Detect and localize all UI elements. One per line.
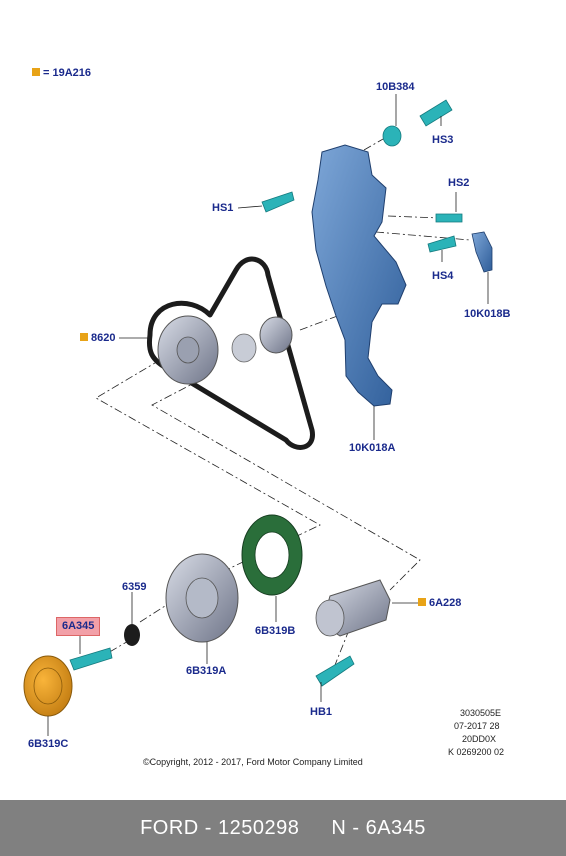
- label-HS2: HS2: [448, 177, 470, 189]
- idler-pulley: [231, 316, 293, 363]
- info-line-3: 20DD0X: [462, 734, 497, 744]
- footer-part-number: FORD - 1250298: [140, 817, 300, 839]
- diagram-svg: [23, 94, 493, 736]
- footer-bar: FORD - 1250298 N - 6A345: [0, 800, 566, 856]
- label-6B319A: 6B319A: [186, 665, 227, 677]
- label-HS1: HS1: [212, 202, 234, 214]
- belt-pulley-large: [157, 315, 219, 385]
- legend-marker-icon: [32, 68, 40, 76]
- info-line-4: K 0269200 02: [448, 747, 505, 757]
- label-HS3: HS3: [432, 134, 454, 146]
- info-line-2: 07-2017 28: [454, 721, 500, 731]
- legend: = 19A216: [32, 67, 91, 80]
- bolts: [69, 99, 463, 687]
- mounting-bracket: [311, 144, 407, 407]
- label-10K018B: 10K018B: [464, 308, 511, 320]
- legend-text: = 19A216: [43, 67, 92, 79]
- label-8620: 8620: [80, 332, 115, 345]
- info-line-1: 3030505E: [460, 708, 502, 718]
- label-6A345-highlighted: 6A345: [56, 617, 101, 636]
- label-6B319B: 6B319B: [255, 625, 296, 637]
- exploded-parts-diagram: = 19A216 10B384 HS3 HS1 HS2 HS4 10K018B …: [23, 67, 511, 767]
- label-6A228: 6A228: [418, 597, 461, 610]
- washer: [124, 624, 140, 646]
- tensioner: [315, 579, 391, 637]
- label-6359: 6359: [122, 581, 147, 593]
- copyright: ©Copyright, 2012 - 2017, Ford Motor Comp…: [143, 757, 363, 767]
- label-HS4: HS4: [432, 270, 454, 282]
- footer-reference: N - 6A345: [331, 817, 426, 839]
- small-bracket: [471, 231, 493, 273]
- leader-lines: [47, 94, 489, 736]
- label-6B319C: 6B319C: [28, 738, 69, 750]
- damper-ring: [241, 514, 303, 596]
- label-HB1: HB1: [310, 706, 333, 718]
- front-damper: [23, 655, 73, 717]
- crank-pulley: [165, 553, 239, 643]
- marker-icon: [80, 333, 88, 341]
- label-10K018A: 10K018A: [349, 442, 396, 454]
- marker-icon: [418, 598, 426, 606]
- spacer: [382, 125, 402, 147]
- label-10B384: 10B384: [376, 81, 415, 93]
